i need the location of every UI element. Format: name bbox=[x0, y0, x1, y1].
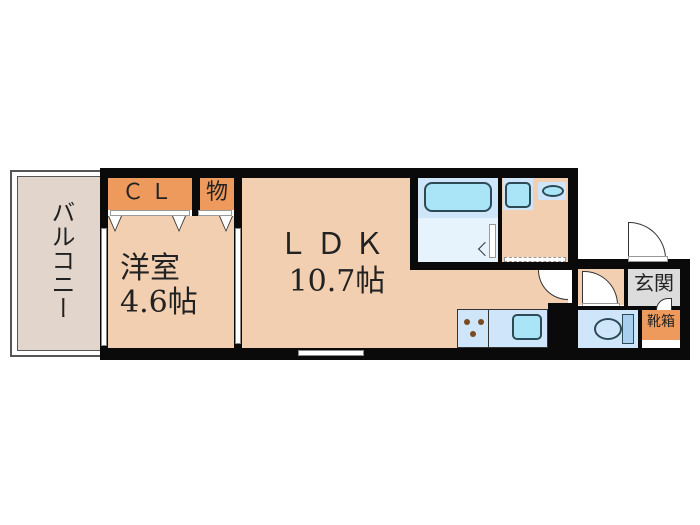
front-door bbox=[628, 256, 668, 262]
shower-area bbox=[418, 218, 498, 262]
closet-divider bbox=[192, 178, 200, 220]
bath-door bbox=[489, 224, 496, 258]
storage-closet bbox=[200, 178, 234, 210]
balcony bbox=[17, 176, 103, 351]
toilet-bowl-icon bbox=[594, 318, 622, 340]
closet-label: ＣＬ bbox=[121, 180, 178, 205]
outer-wall-entrance-top bbox=[568, 259, 690, 269]
balcony-window bbox=[101, 228, 107, 346]
bathroom-divider bbox=[498, 168, 502, 270]
bathroom-wall-left bbox=[410, 168, 418, 270]
entrance-label: 玄関 bbox=[634, 271, 674, 295]
western-room-label: 洋室 bbox=[120, 251, 180, 286]
kitchen-sink-icon bbox=[512, 314, 542, 340]
washroom-door bbox=[504, 257, 566, 262]
ldk-bottom-window bbox=[298, 350, 364, 356]
shoe-cabinet bbox=[642, 310, 680, 340]
toilet-tank-icon bbox=[622, 314, 634, 344]
closet-door-marker-icon bbox=[109, 216, 121, 230]
entrance-wall-left bbox=[624, 262, 628, 308]
toilet-wall-top bbox=[578, 306, 680, 310]
bathroom-wall-bottom bbox=[410, 262, 578, 270]
closet-door-marker-icon bbox=[173, 216, 185, 230]
front-door-arc-icon bbox=[628, 222, 666, 259]
ldk-label: ＬＤＫ bbox=[278, 227, 392, 262]
outer-wall-right bbox=[680, 259, 690, 360]
outer-wall-right-upper bbox=[568, 168, 578, 270]
storage-door-strip bbox=[198, 210, 232, 216]
western-room bbox=[108, 216, 234, 348]
stove-area bbox=[457, 309, 489, 348]
storage-door-marker-icon bbox=[220, 216, 232, 230]
shoe-cabinet-label: 靴箱 bbox=[647, 314, 675, 330]
burner-icon bbox=[470, 331, 476, 337]
vanity-sink-icon bbox=[542, 185, 564, 197]
burner-icon bbox=[478, 319, 484, 325]
outer-wall-top bbox=[100, 168, 578, 178]
ldk-size: 10.7帖 bbox=[288, 264, 386, 299]
closet bbox=[108, 178, 192, 210]
sliding-door-bedroom-ldk bbox=[235, 228, 241, 344]
washing-machine-icon bbox=[505, 182, 531, 208]
bathtub-icon bbox=[424, 182, 492, 212]
storage-label: 物 bbox=[205, 180, 228, 205]
closet-door-strip bbox=[110, 210, 190, 216]
burner-icon bbox=[464, 319, 470, 325]
balcony-label: バルコニー bbox=[47, 200, 75, 320]
western-room-size: 4.6帖 bbox=[120, 285, 198, 320]
shoe-cabinet-door-arc-icon bbox=[656, 298, 672, 310]
hall-wall-left bbox=[572, 262, 578, 360]
outer-wall-bottom bbox=[100, 348, 690, 360]
toilet-wall-right bbox=[638, 306, 642, 348]
